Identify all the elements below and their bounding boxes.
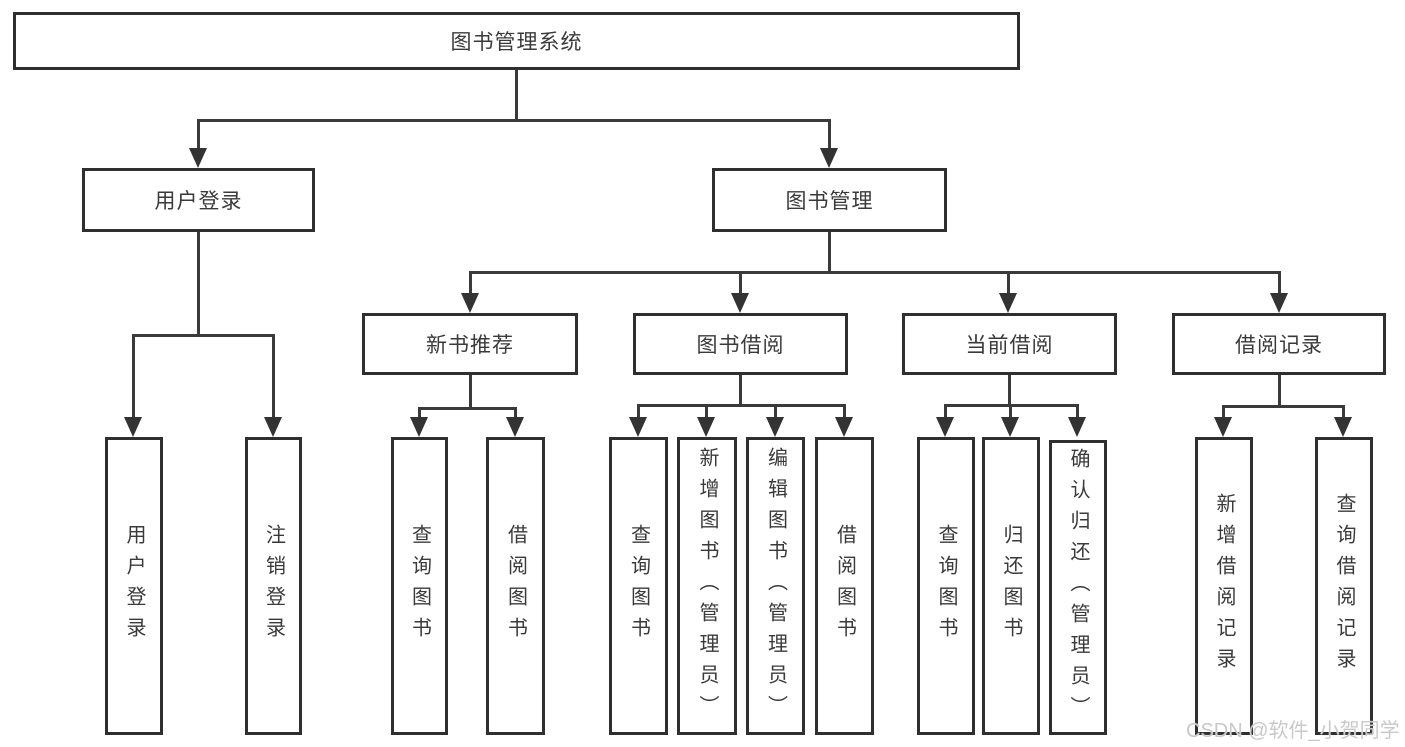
leaf-query-books-borrow: 查询图书 [609,437,668,735]
node-book-management: 图书管理 [712,168,947,232]
arrowhead [1001,417,1019,437]
leaf-label: 编辑图书（管理员） [764,446,787,726]
connector [1222,405,1344,408]
leaf-label: 查询图书 [935,524,957,648]
connector [705,404,708,420]
connector [1008,375,1011,406]
connector [1278,375,1281,407]
leaf-logout: 注销登录 [245,437,302,735]
leaf-label: 查询图书 [408,524,431,648]
arrowhead [820,148,838,168]
leaf-label: 借阅图书 [833,524,856,648]
leaf-user-login: 用户登录 [105,437,163,735]
arrowhead [1214,417,1232,437]
connector [739,271,742,297]
arrowhead [124,417,142,437]
arrowhead [189,148,207,168]
leaf-label: 确认归还（管理员） [1067,448,1089,727]
connector [1007,271,1010,297]
leaf-add-borrow-record: 新增借阅记录 [1195,437,1253,735]
connector [418,407,517,410]
arrowhead [999,293,1017,313]
leaf-add-books-admin: 新增图书（管理员） [677,437,737,735]
arrowhead [410,417,428,437]
arrowhead [766,417,784,437]
leaf-label: 新增借阅记录 [1213,493,1235,679]
connector [272,334,275,420]
connector [197,119,200,152]
node-library-management-system: 图书管理系统 [13,12,1020,70]
leaf-label: 注销登录 [262,524,285,648]
connector [469,271,1281,274]
connector [843,404,846,420]
csdn-watermark: CSDN @软件_小贺同学 [1186,720,1400,742]
leaf-query-books-recommend: 查询图书 [391,437,448,735]
connector [515,70,518,120]
leaf-label: 归还图书 [1000,524,1022,648]
connector [1342,405,1345,420]
leaf-label: 新增图书（管理员） [696,446,718,726]
arrowhead [461,293,479,313]
node-borrowing-records: 借阅记录 [1172,313,1386,375]
connector [637,404,640,420]
leaf-confirm-return-admin: 确认归还（管理员） [1049,440,1107,735]
connector [1222,405,1225,420]
node-book-borrowing: 图书借阅 [633,313,848,375]
connector [1009,404,1012,420]
node-current-borrowing: 当前借阅 [902,313,1117,375]
leaf-query-books-current: 查询图书 [917,437,975,735]
arrowhead [629,417,647,437]
connector [132,334,135,420]
leaf-return-books: 归还图书 [982,437,1040,735]
connector [637,404,846,407]
node-new-book-recommendation: 新书推荐 [362,313,578,375]
connector [469,271,472,297]
connector [1076,404,1079,420]
connector [828,232,831,273]
leaf-edit-books-admin: 编辑图书（管理员） [746,437,805,735]
arrowhead [1334,417,1352,437]
leaf-label: 用户登录 [123,524,145,648]
arrowhead [1270,293,1288,313]
leaf-borrow-books: 借阅图书 [815,437,874,735]
connector [828,119,831,152]
arrowhead [936,417,954,437]
arrowhead [1068,417,1086,437]
leaf-label: 查询借阅记录 [1333,493,1355,679]
connector [514,407,517,421]
arrowhead [506,417,524,437]
connector [197,232,200,336]
leaf-query-borrow-record: 查询借阅记录 [1315,437,1373,735]
connector [1278,271,1281,297]
connector [132,334,275,337]
arrowhead [835,417,853,437]
connector [944,404,947,420]
node-user-login: 用户登录 [82,168,315,232]
connector [418,407,421,421]
connector [739,375,742,406]
connector [197,119,831,122]
connector [469,375,472,409]
arrowhead [697,417,715,437]
leaf-borrow-books-recommend: 借阅图书 [486,437,545,735]
connector [774,404,777,420]
leaf-label: 借阅图书 [504,524,527,648]
leaf-label: 查询图书 [627,524,650,648]
arrowhead [264,417,282,437]
arrowhead [731,293,749,313]
